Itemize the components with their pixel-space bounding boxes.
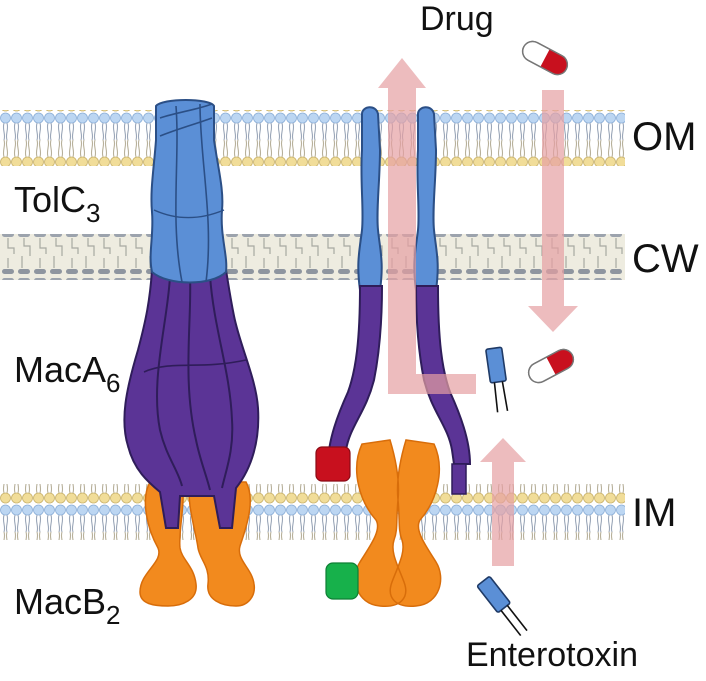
green-domain	[325, 562, 359, 600]
maca-hexamer-left	[123, 269, 260, 529]
cell-wall	[0, 234, 625, 280]
transport-arrows	[378, 58, 578, 566]
red-domain	[315, 446, 351, 482]
drug-label: Drug	[420, 0, 494, 38]
enterotoxin-arrow	[480, 438, 526, 566]
tolc-column-left	[357, 106, 383, 291]
im-label: IM	[632, 491, 676, 535]
toxin-icon	[476, 576, 528, 637]
drug-influx-arrow	[528, 90, 578, 332]
toxin-icon	[485, 346, 509, 413]
right-efflux-complex	[315, 106, 472, 607]
tolc-column-right	[413, 106, 439, 291]
macb-dimer-left	[139, 481, 256, 607]
macb-dimer-right	[354, 439, 442, 607]
maca-label: MacA6	[14, 349, 121, 398]
macb-label: MacB2	[14, 581, 121, 630]
exit-arrow	[378, 58, 476, 394]
inner-membrane	[0, 484, 625, 540]
cw-label: CW	[632, 237, 699, 281]
left-efflux-complex	[123, 99, 260, 607]
tolc-trimer-left	[149, 99, 228, 284]
outer-membrane	[0, 110, 625, 166]
capsule-icon	[527, 348, 575, 384]
enterotoxin-label: Enterotoxin	[466, 636, 638, 674]
capsule-icon	[521, 40, 569, 76]
maca-column-left	[326, 285, 384, 465]
tolc-label: TolC3	[14, 179, 101, 228]
om-label: OM	[632, 115, 696, 159]
